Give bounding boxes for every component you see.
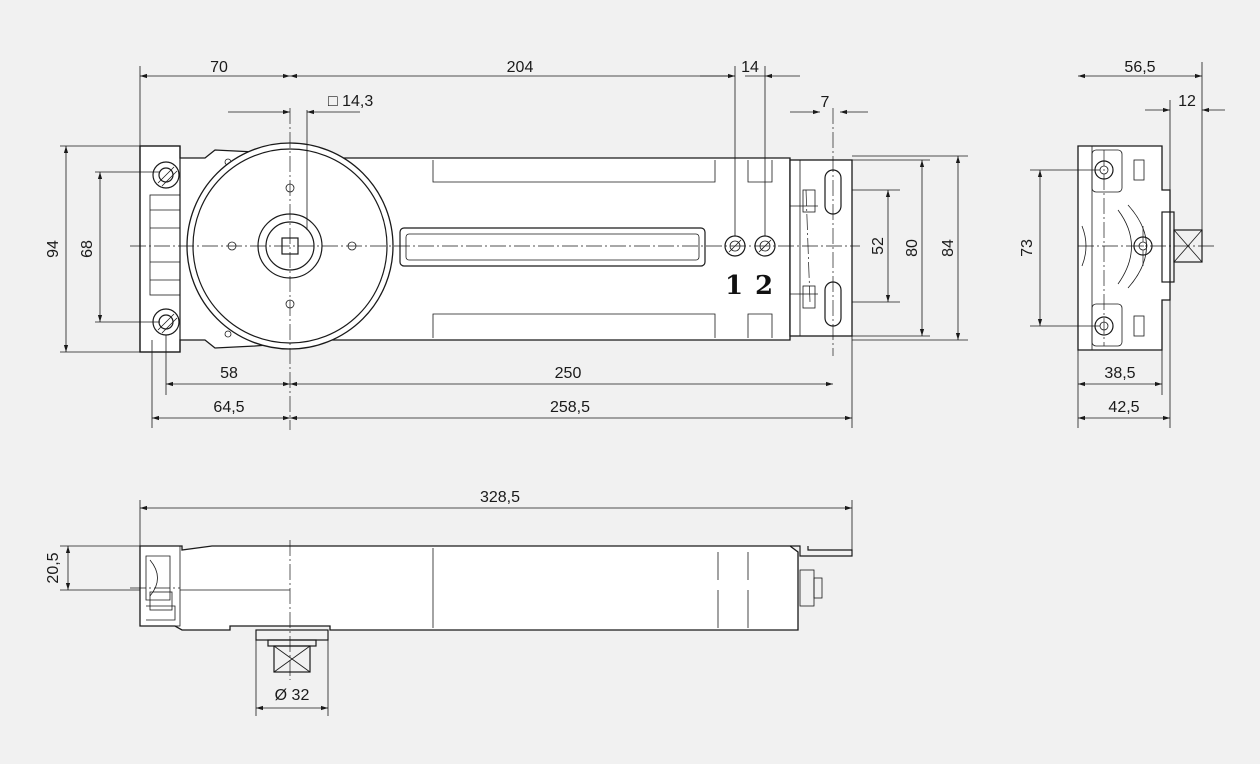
marker-dot [224, 330, 232, 338]
dim-20-5: 20,5 [45, 552, 62, 583]
dim-70: 70 [210, 59, 228, 76]
dim-7: 7 [821, 94, 830, 111]
dim-42-5: 42,5 [1108, 399, 1139, 416]
screw-top-left-icon [152, 161, 180, 189]
dim-80: 80 [904, 239, 921, 257]
side-arc [1117, 209, 1132, 285]
dim-250: 250 [555, 365, 582, 382]
bottom-channel [432, 313, 716, 338]
dim-38-5: 38,5 [1104, 365, 1135, 382]
front-bolt [799, 569, 815, 607]
dim-64-5: 64,5 [213, 399, 244, 416]
dim-204: 204 [507, 59, 534, 76]
dim-328-5: 328,5 [480, 489, 520, 506]
front-hub-plate [255, 629, 329, 641]
top-view: 70 204 14 □ 14,3 7 94 68 52 80 84 58 250… [45, 59, 968, 430]
dim-258-5: 258,5 [550, 399, 590, 416]
position-2-label: 2 [755, 271, 773, 301]
dim-14-3: □ 14,3 [328, 93, 373, 110]
front-spindle [273, 645, 311, 673]
left-spring-block [149, 194, 181, 296]
front-view: 328,5 20,5 Ø 32 [45, 489, 853, 716]
right-end-plate [789, 159, 853, 337]
dim-58: 58 [220, 365, 238, 382]
dim-diameter-32: Ø 32 [275, 687, 310, 704]
dim-12: 12 [1178, 93, 1196, 110]
dim-14: 14 [741, 59, 759, 76]
dim-52: 52 [870, 237, 887, 255]
dim-68: 68 [79, 240, 96, 258]
front-view-body [139, 545, 799, 631]
dim-73: 73 [1019, 239, 1036, 257]
dim-94: 94 [45, 240, 62, 258]
dim-84: 84 [940, 239, 957, 257]
dim-56-5: 56,5 [1124, 59, 1155, 76]
center-slot [399, 227, 706, 267]
top-channel [432, 160, 716, 183]
position-1-label: 1 [725, 271, 743, 301]
side-view: 56,5 12 73 38,5 42,5 [1019, 59, 1225, 428]
